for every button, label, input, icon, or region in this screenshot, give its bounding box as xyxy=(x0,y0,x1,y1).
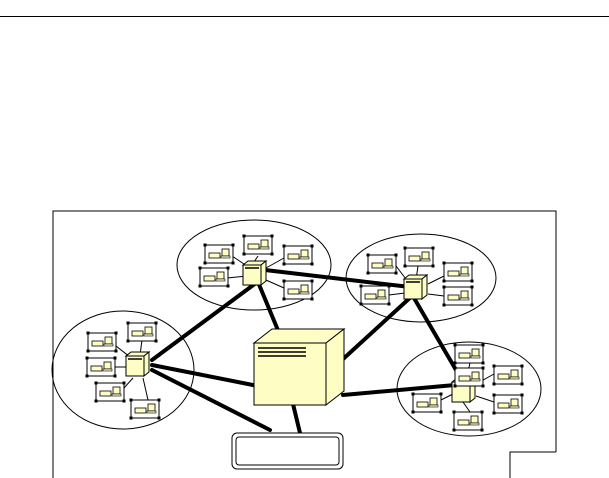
workstation-icon xyxy=(366,253,398,275)
cluster-left-ellipse xyxy=(51,310,195,430)
workstation-icon xyxy=(126,321,158,343)
workstation-icon xyxy=(411,392,443,414)
workstation-icon xyxy=(453,343,485,365)
workstation-icon xyxy=(282,279,314,301)
workstation-icon xyxy=(453,366,485,388)
workstation-icon xyxy=(86,331,118,353)
workstation-icon xyxy=(452,410,484,432)
workstation-icon xyxy=(359,284,391,306)
workstation-icon xyxy=(203,243,235,265)
workstation-icon xyxy=(492,393,524,415)
backbone-links xyxy=(150,268,465,435)
top-rule xyxy=(0,16,609,17)
workstation-icon xyxy=(492,364,524,386)
cluster-top-ellipse xyxy=(176,219,332,311)
hub-upper-right-icon xyxy=(403,274,428,300)
central-server-icon xyxy=(252,327,346,407)
hub-top-icon xyxy=(242,260,267,286)
workstation-icon xyxy=(94,381,126,403)
workstation-icon xyxy=(403,246,435,268)
workstation-icon xyxy=(129,398,161,420)
workstation-icon xyxy=(442,285,474,307)
workstation-icon xyxy=(282,244,314,266)
workstation-icon xyxy=(442,261,474,283)
workstation-icon xyxy=(198,266,230,288)
diagram-frame xyxy=(52,210,557,478)
hub-left-icon xyxy=(125,351,150,377)
workstation-icon xyxy=(85,356,117,378)
workstation-icon xyxy=(242,234,274,256)
bottom-terminal-box xyxy=(231,432,344,470)
